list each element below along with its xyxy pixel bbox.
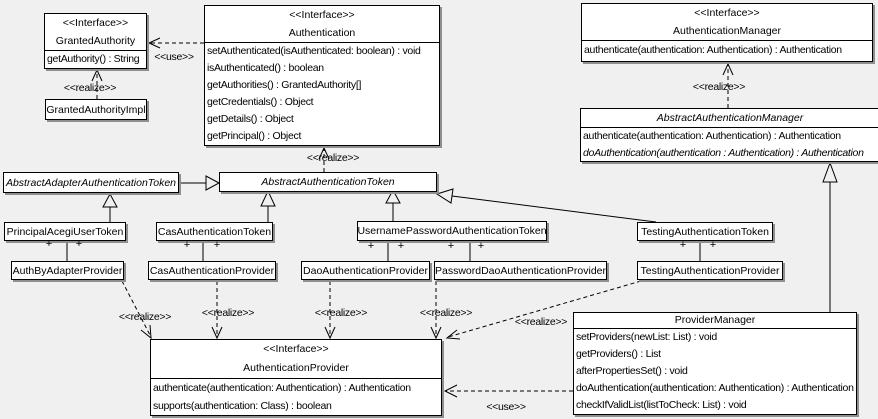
method-row: doAuthentication(authentication: Authent… bbox=[576, 382, 854, 394]
class-box-abstract-authentication-token[interactable]: AbstractAuthenticationToken bbox=[219, 172, 437, 192]
class-name: GrantedAuthorityImpl bbox=[46, 103, 146, 116]
class-box-provider-manager[interactable]: ProviderManager setProviders(newList: Li… bbox=[573, 312, 857, 415]
method-row: isAuthenticated() : boolean bbox=[207, 62, 324, 74]
realize-label: <<realize>> bbox=[419, 307, 473, 319]
multiplicity-label: + bbox=[397, 240, 405, 252]
generalization-provider-manager-to-abstract-authentication-manager bbox=[822, 161, 838, 312]
stereotype-label: <<Interface>> bbox=[289, 9, 355, 21]
class-name: GrantedAuthority bbox=[55, 35, 136, 47]
realize-label: <<realize>> bbox=[692, 81, 746, 93]
method-row: checkIfValidList(listToCheck: List) : vo… bbox=[576, 399, 747, 411]
multiplicity-label: + bbox=[367, 240, 375, 252]
method-row: getAuthorities() : GrantedAuthority[] bbox=[207, 79, 362, 91]
realize-abstract-authentication-manager-to-authentication-manager bbox=[722, 62, 734, 108]
realize-granted-authority-impl-to-granted-authority bbox=[91, 68, 103, 99]
class-box-abstract-adapter-authentication-token[interactable]: AbstractAdapterAuthenticationToken bbox=[3, 172, 179, 193]
use-label: <<use>> bbox=[486, 401, 526, 413]
multiplicity-label: + bbox=[183, 239, 191, 251]
realize-label: <<realize>> bbox=[63, 82, 117, 94]
class-name: CasAuthenticationToken bbox=[157, 225, 272, 238]
method-row: getAuthority() : String bbox=[47, 53, 140, 65]
use-authentication-to-granted-authority bbox=[147, 37, 204, 49]
multiplicity-label: + bbox=[477, 240, 485, 252]
class-name: AuthenticationManager bbox=[673, 25, 781, 37]
generalization-abstract-adapter-token-to-abstract-authentication-token bbox=[179, 175, 221, 191]
class-name: PasswordDaoAuthenticationProvider bbox=[435, 264, 607, 277]
class-name: AuthenticationProvider bbox=[243, 362, 349, 374]
realize-cas-provider-to-authentication-provider bbox=[211, 281, 223, 340]
class-box-authentication[interactable]: <<Interface>> Authentication setAuthenti… bbox=[204, 5, 440, 146]
method-row: afterPropertiesSet() : void bbox=[576, 365, 688, 377]
realize-dao-provider-to-authentication-provider bbox=[324, 281, 336, 340]
method-row: authenticate(authentication: Authenticat… bbox=[153, 382, 411, 394]
class-name: Authentication bbox=[288, 27, 356, 39]
class-name: TestingAuthenticationProvider bbox=[640, 264, 780, 277]
use-label: <<use>> bbox=[154, 51, 194, 63]
realize-label: <<realize>> bbox=[306, 152, 360, 164]
stereotype-label: <<Interface>> bbox=[62, 17, 129, 29]
realize-label: <<realize>> bbox=[118, 311, 172, 323]
multiplicity-label: + bbox=[447, 240, 455, 252]
method-row: setProviders(newList: List) : void bbox=[576, 331, 717, 343]
class-box-auth-by-adapter-provider[interactable]: AuthByAdapterProvider bbox=[11, 261, 124, 280]
class-box-cas-authentication-provider[interactable]: CasAuthenticationProvider bbox=[148, 261, 276, 280]
class-name: UsernamePasswordAuthenticationToken bbox=[357, 225, 547, 237]
class-name: DaoAuthenticationProvider bbox=[303, 264, 428, 277]
multiplicity-label: + bbox=[679, 239, 687, 251]
class-name: CasAuthenticationProvider bbox=[149, 264, 275, 277]
class-box-dao-authentication-provider[interactable]: DaoAuthenticationProvider bbox=[301, 261, 430, 280]
class-name: AuthByAdapterProvider bbox=[12, 264, 123, 277]
class-box-username-password-authentication-token[interactable]: UsernamePasswordAuthenticationToken bbox=[357, 221, 547, 241]
class-box-testing-authentication-provider[interactable]: TestingAuthenticationProvider bbox=[637, 261, 783, 280]
generalization-username-password-token-to-abstract-authentication-token bbox=[385, 188, 401, 221]
method-row: getProviders() : List bbox=[576, 348, 661, 360]
class-box-granted-authority[interactable]: <<Interface>> GrantedAuthority getAuthor… bbox=[44, 13, 147, 69]
class-name: AbstractAuthenticationToken bbox=[261, 176, 395, 188]
multiplicity-label: + bbox=[709, 239, 717, 251]
method-row: getPrincipal() : Object bbox=[207, 130, 302, 142]
class-box-abstract-authentication-manager[interactable]: AbstractAuthenticationManager authentica… bbox=[580, 108, 878, 162]
realize-label: <<realize>> bbox=[201, 307, 255, 319]
class-name: TestingAuthenticationToken bbox=[641, 225, 769, 238]
class-name: AbstractAuthenticationManager bbox=[656, 112, 804, 124]
class-box-password-dao-authentication-provider[interactable]: PasswordDaoAuthenticationProvider bbox=[434, 261, 607, 280]
method-row: authenticate(authentication: Authenticat… bbox=[583, 130, 841, 142]
multiplicity-label: + bbox=[213, 239, 221, 251]
class-name: ProviderManager bbox=[674, 314, 756, 326]
generalization-principal-acegi-user-token-to-abstract-adapter-token bbox=[102, 192, 118, 222]
realize-password-dao-provider-to-authentication-provider bbox=[430, 281, 442, 340]
stereotype-label: <<Interface>> bbox=[263, 343, 329, 355]
multiplicity-label: + bbox=[75, 238, 83, 250]
method-row: authenticate(authentication: Authenticat… bbox=[584, 44, 842, 56]
method-row: getDetails() : Object bbox=[207, 113, 294, 125]
class-box-principal-acegi-user-token[interactable]: PrincipalAcegiUserToken bbox=[4, 222, 126, 241]
realize-label: <<realize>> bbox=[314, 307, 368, 319]
class-box-testing-authentication-token[interactable]: TestingAuthenticationToken bbox=[637, 222, 773, 241]
generalization-cas-token-to-abstract-authentication-token bbox=[260, 189, 276, 222]
class-box-granted-authority-impl[interactable]: GrantedAuthorityImpl bbox=[45, 99, 147, 120]
class-name: PrincipalAcegiUserToken bbox=[6, 225, 124, 238]
realize-testing-provider-to-authentication-provider bbox=[445, 280, 642, 340]
generalization-testing-token-to-abstract-authentication-token bbox=[435, 188, 657, 223]
method-row: getCredentials() : Object bbox=[207, 96, 314, 108]
realize-abstract-authentication-token-to-authentication bbox=[318, 146, 330, 172]
class-name: AbstractAdapterAuthenticationToken bbox=[5, 176, 177, 189]
method-row: supports(authentication: Class) : boolea… bbox=[153, 400, 332, 412]
class-box-authentication-manager[interactable]: <<Interface>> AuthenticationManager auth… bbox=[581, 3, 873, 62]
realize-auth-by-adapter-provider-to-authentication-provider bbox=[121, 280, 152, 340]
class-box-authentication-provider[interactable]: <<Interface>> AuthenticationProvider aut… bbox=[150, 339, 442, 416]
class-box-cas-authentication-token[interactable]: CasAuthenticationToken bbox=[156, 222, 273, 241]
method-row: setAuthenticated(isAuthenticated: boolea… bbox=[207, 45, 421, 57]
realize-label: <<realize>> bbox=[514, 316, 568, 328]
use-provider-manager-to-authentication-provider bbox=[443, 384, 573, 398]
method-row: doAuthentication(authentication : Authen… bbox=[583, 147, 864, 159]
multiplicity-label: + bbox=[45, 238, 53, 250]
stereotype-label: <<Interface>> bbox=[694, 7, 760, 19]
